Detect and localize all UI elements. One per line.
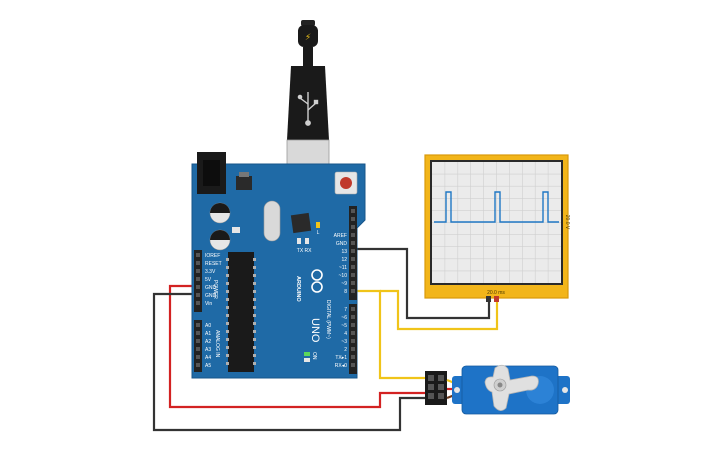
wire-scope-yellow[interactable]	[380, 289, 499, 331]
pin-label: A2	[205, 339, 211, 345]
pin-label: RX◂0	[335, 363, 347, 369]
pin-label: ~3	[341, 339, 347, 345]
pin-label: ~10	[339, 273, 348, 279]
svg-text:⚡: ⚡	[305, 33, 311, 43]
model-label: UNO	[309, 318, 321, 343]
pin-label: 4	[344, 331, 347, 337]
analog-header[interactable]	[194, 320, 202, 372]
pin-label: 12	[341, 257, 347, 263]
pin-label: A0	[205, 323, 211, 329]
crystal	[263, 200, 281, 242]
pin-label: TX▸1	[335, 355, 347, 361]
scope-terminal-negative[interactable]	[486, 296, 491, 302]
servo-motor[interactable]	[425, 364, 570, 415]
pin-label: 7	[344, 307, 347, 313]
pin-label: RESET	[205, 261, 222, 267]
wire-gnd-black[interactable]	[152, 292, 430, 432]
pin-label: ~9	[341, 281, 347, 287]
arduino-logo: ARDUINO	[295, 276, 301, 302]
pin-label: ~6	[341, 315, 347, 321]
analog-header-label: ANALOG IN	[214, 330, 220, 358]
volts-per-div-label: 20.0 V	[564, 215, 570, 230]
pin-label: 8	[344, 289, 347, 295]
reset-button[interactable]	[334, 171, 358, 195]
wire-signal-yellow[interactable]	[357, 289, 430, 380]
infinity-logo-icon	[311, 269, 323, 293]
digital-header-label: DIGITAL (PWM~)	[325, 300, 331, 339]
tx-label: TX	[297, 248, 304, 254]
pin-label: IOREF	[205, 253, 220, 259]
on-label: ON	[311, 352, 317, 360]
pin-label: 5V	[205, 277, 212, 283]
oscilloscope[interactable]: 20.0 ms 20.0 V	[424, 154, 570, 302]
pin-label: A1	[205, 331, 211, 337]
pin-label: A5	[205, 363, 211, 369]
usb-icon	[297, 92, 319, 126]
rx-label: RX	[305, 248, 313, 254]
wire-scope-gnd[interactable]	[357, 247, 491, 320]
pin-label: Vin	[205, 301, 212, 307]
pin-label: ~5	[341, 323, 347, 329]
power-header-label: POWER	[212, 280, 218, 299]
pin-label: 3.3V	[205, 269, 216, 275]
pin-label: A3	[205, 347, 211, 353]
oscilloscope-waveform	[434, 191, 559, 223]
servo-horn[interactable]	[484, 364, 539, 411]
pin-label: A4	[205, 355, 211, 361]
time-per-div-label: 20.0 ms	[487, 290, 505, 296]
pin-label: GND	[205, 285, 217, 291]
pin-label: ~11	[339, 265, 347, 271]
power-plug-icon	[298, 25, 318, 47]
arduino-uno-board[interactable]: TX RX L ARDUINO UNO	[191, 152, 366, 379]
l-label: L	[317, 230, 320, 236]
pin-label: 13	[341, 249, 347, 255]
svg-text:ARDUINO: ARDUINO	[295, 276, 301, 302]
pin-label: AREF	[334, 233, 347, 239]
scope-terminal-positive[interactable]	[494, 296, 499, 302]
atmega-chip	[228, 252, 254, 372]
pin-label: 2	[344, 347, 347, 353]
wire-5v-red[interactable]	[168, 284, 430, 409]
pin-label: GND	[336, 241, 348, 247]
pin-label: GND	[205, 293, 217, 299]
